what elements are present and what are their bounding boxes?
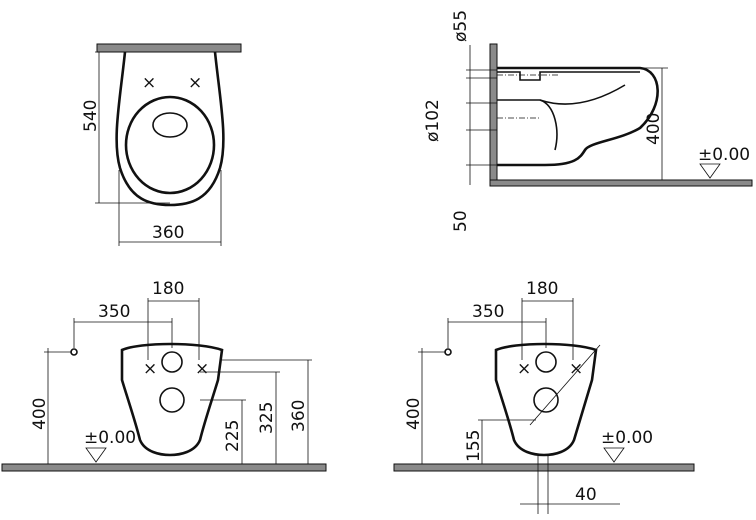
front-view-left: × × 180 350 400 225 325 360 ±0.00 — [1, 279, 327, 472]
right-height-label: 400 — [404, 398, 424, 430]
right-floor — [393, 463, 695, 472]
side-view: ø55 ø102 50 400 ±0.00 — [423, 10, 753, 232]
top-view-wall — [96, 43, 242, 53]
svg-text:×: × — [569, 359, 583, 379]
base-label: 50 — [451, 210, 471, 232]
side-bowl-outline — [497, 66, 659, 167]
left-floor — [1, 463, 327, 472]
left-half-spacing-label: 180 — [152, 279, 184, 299]
side-view-floor — [489, 179, 753, 187]
svg-text:×: × — [143, 359, 157, 379]
side-floor-label: ±0.00 — [698, 145, 750, 165]
top-height-label: 540 — [81, 100, 101, 132]
side-rim-height-label: 400 — [644, 113, 664, 145]
right-offset-label: 350 — [472, 302, 504, 322]
pipe-top-label: ø55 — [451, 10, 471, 42]
top-view: × × 540 360 — [81, 43, 242, 246]
side-floor-marker — [699, 163, 721, 179]
bowl-outline-top — [115, 51, 225, 207]
seat-hole — [152, 112, 188, 138]
left-floor-marker — [85, 447, 107, 463]
seat-outline — [124, 95, 216, 195]
dim-325-label: 325 — [257, 402, 277, 434]
svg-text:×: × — [188, 73, 202, 93]
dim-225-label: 225 — [223, 420, 243, 452]
dim-40-label: 40 — [575, 485, 597, 505]
svg-text:×: × — [195, 359, 209, 379]
right-floor-marker — [603, 447, 625, 463]
dim-155-label: 155 — [464, 430, 484, 462]
front-view-right: × × 180 350 400 155 40 ±0.00 — [393, 279, 695, 514]
top-width-label: 360 — [152, 223, 184, 243]
dim-360-label: 360 — [289, 400, 309, 432]
left-floor-label: ±0.00 — [84, 428, 136, 448]
right-floor-label: ±0.00 — [601, 428, 653, 448]
svg-text:×: × — [142, 73, 156, 93]
pipe-outlet-label: ø102 — [423, 99, 443, 142]
right-half-spacing-label: 180 — [526, 279, 558, 299]
left-offset-label: 350 — [98, 302, 130, 322]
left-height-label: 400 — [30, 398, 50, 430]
svg-text:×: × — [517, 359, 531, 379]
